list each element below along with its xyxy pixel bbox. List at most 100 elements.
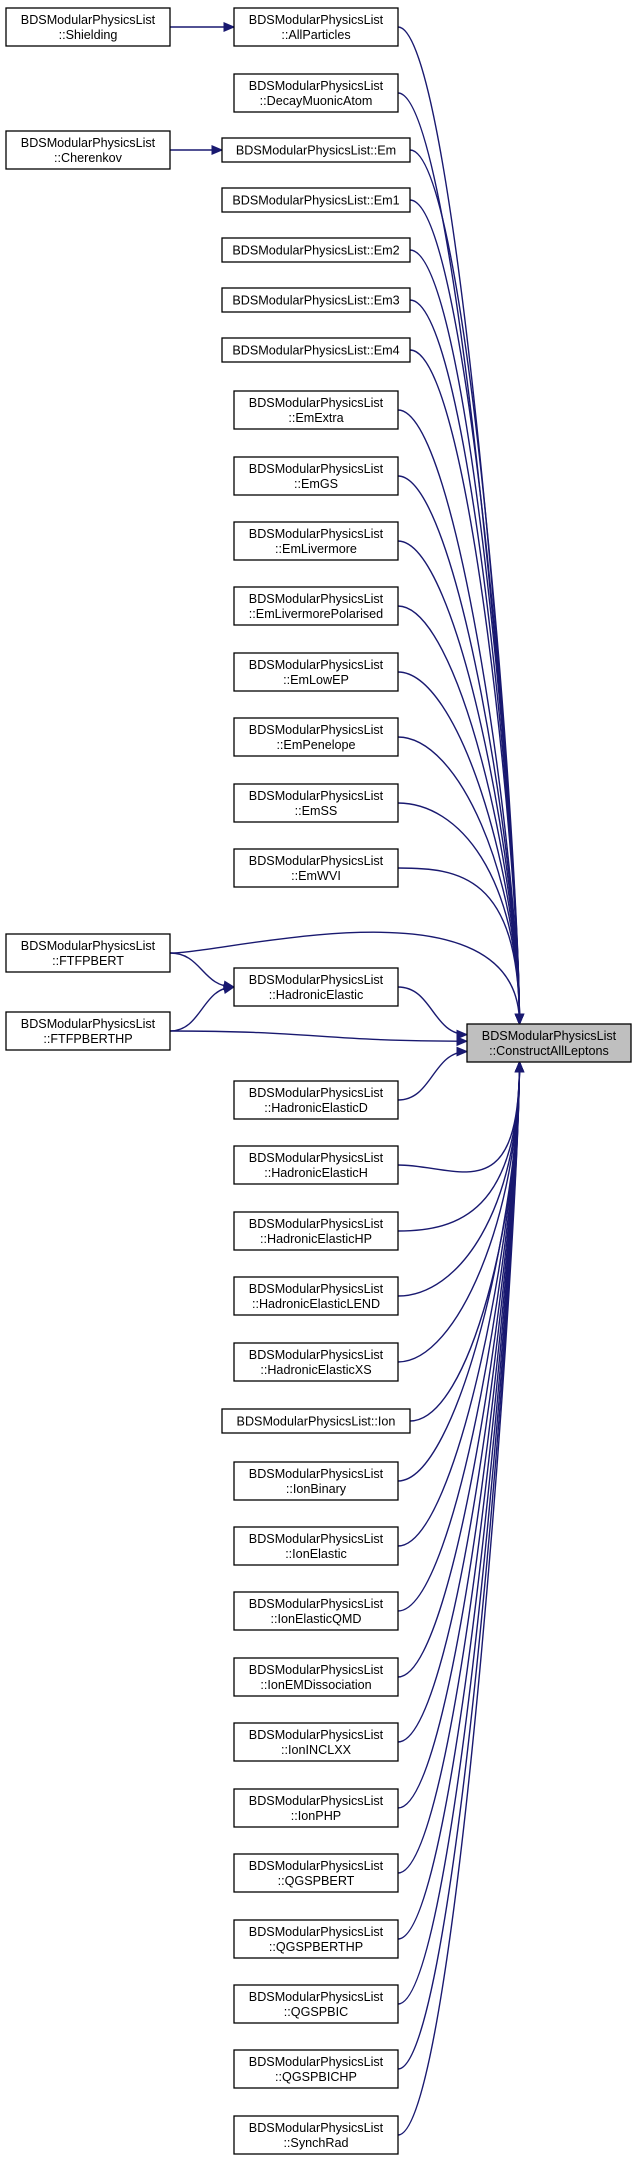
arrowhead-ftfpberthp-to-constructallleptons: [456, 1036, 469, 1047]
node-box: [233, 848, 399, 888]
edge-synchrad-to-constructallleptons: [397, 1061, 521, 2136]
node-box: [233, 1919, 399, 1959]
node-label: ::IonPHP: [291, 1809, 341, 1823]
node-label: BDSModularPhysicsList::Em: [236, 144, 396, 158]
node-em4[interactable]: BDSModularPhysicsList::Em4: [221, 337, 411, 363]
node-box: [233, 1722, 399, 1762]
edge-empenelope-to-constructallleptons: [397, 736, 521, 1025]
node-ionbinary[interactable]: BDSModularPhysicsList::IonBinary: [233, 1461, 399, 1501]
node-allparticles[interactable]: BDSModularPhysicsList::AllParticles: [233, 7, 399, 47]
node-em1[interactable]: BDSModularPhysicsList::Em1: [221, 187, 411, 213]
node-label: ::QGSPBIC: [284, 2005, 348, 2019]
node-label: ::EmLowEP: [283, 673, 349, 687]
node-box: [233, 1853, 399, 1893]
node-emwvi[interactable]: BDSModularPhysicsList::EmWVI: [233, 848, 399, 888]
node-box: [221, 1408, 411, 1434]
node-ionelasticqmd[interactable]: BDSModularPhysicsList::IonElasticQMD: [233, 1591, 399, 1631]
node-label: ::QGSPBERTHP: [269, 1940, 363, 1954]
node-qgspbic[interactable]: BDSModularPhysicsList::QGSPBIC: [233, 1984, 399, 2024]
node-synchrad[interactable]: BDSModularPhysicsList::SynchRad: [233, 2115, 399, 2155]
edge-qgspbert-to-constructallleptons: [397, 1061, 521, 1874]
node-label: ::EmExtra: [288, 411, 343, 425]
node-empenelope[interactable]: BDSModularPhysicsList::EmPenelope: [233, 717, 399, 757]
node-ioninclxx[interactable]: BDSModularPhysicsList::IonINCLXX: [233, 1722, 399, 1762]
node-hadronicelastich[interactable]: BDSModularPhysicsList::HadronicElasticH: [233, 1145, 399, 1185]
edge-qgspbic-to-constructallleptons: [397, 1061, 521, 2005]
edge-em4-to-constructallleptons: [409, 349, 521, 1025]
node-label: BDSModularPhysicsList: [249, 1348, 384, 1362]
node-hadronicelasticlend[interactable]: BDSModularPhysicsList::HadronicElasticLE…: [233, 1276, 399, 1316]
node-label: BDSModularPhysicsList: [249, 1467, 384, 1481]
node-label: BDSModularPhysicsList: [249, 854, 384, 868]
node-hadronicelasticxs[interactable]: BDSModularPhysicsList::HadronicElasticXS: [233, 1342, 399, 1382]
node-ftfpberthp[interactable]: BDSModularPhysicsList::FTFPBERTHP: [5, 1011, 171, 1051]
node-constructallleptons[interactable]: BDSModularPhysicsList::ConstructAllLepto…: [466, 1023, 632, 1063]
node-label: ::AllParticles: [281, 28, 350, 42]
node-emextra[interactable]: BDSModularPhysicsList::EmExtra: [233, 390, 399, 430]
node-box: [233, 586, 399, 626]
edge-ftfpbert-to-constructallleptons: [169, 931, 521, 1025]
arrowhead-cherenkov-to-em: [211, 145, 224, 155]
edge-hadronicelasticd-to-constructallleptons: [397, 1050, 468, 1101]
node-label: ::EmLivermore: [275, 542, 357, 556]
node-ionelastic[interactable]: BDSModularPhysicsList::IonElastic: [233, 1526, 399, 1566]
node-qgspberthp[interactable]: BDSModularPhysicsList::QGSPBERTHP: [233, 1919, 399, 1959]
node-em[interactable]: BDSModularPhysicsList::Em: [221, 137, 411, 163]
node-label: BDSModularPhysicsList: [249, 1597, 384, 1611]
node-box: [233, 1342, 399, 1382]
node-hadronicelastichp[interactable]: BDSModularPhysicsList::HadronicElasticHP: [233, 1211, 399, 1251]
node-label: ::IonElasticQMD: [271, 1612, 362, 1626]
node-box: [221, 237, 411, 263]
node-qgspbert[interactable]: BDSModularPhysicsList::QGSPBERT: [233, 1853, 399, 1893]
node-shielding[interactable]: BDSModularPhysicsList::Shielding: [5, 7, 171, 47]
node-label: ::EmPenelope: [276, 738, 355, 752]
node-ionemdissociation[interactable]: BDSModularPhysicsList::IonEMDissociation: [233, 1657, 399, 1697]
edge-hadronicelasticlend-to-constructallleptons: [397, 1061, 521, 1297]
node-label: BDSModularPhysicsList: [249, 1990, 384, 2004]
node-label: BDSModularPhysicsList: [249, 396, 384, 410]
node-cherenkov[interactable]: BDSModularPhysicsList::Cherenkov: [5, 130, 171, 170]
node-box: [233, 2049, 399, 2089]
node-label: BDSModularPhysicsList: [249, 1859, 384, 1873]
node-label: ::IonEMDissociation: [260, 1678, 371, 1692]
node-label: BDSModularPhysicsList: [249, 527, 384, 541]
edge-emwvi-to-constructallleptons: [397, 867, 521, 1025]
node-em2[interactable]: BDSModularPhysicsList::Em2: [221, 237, 411, 263]
node-box: [233, 1211, 399, 1251]
edge-hadronicelastic-to-constructallleptons: [397, 986, 468, 1036]
node-emlivermorepolarised[interactable]: BDSModularPhysicsList::EmLivermorePolari…: [233, 586, 399, 626]
node-em3[interactable]: BDSModularPhysicsList::Em3: [221, 287, 411, 313]
node-label: ::IonElastic: [285, 1547, 347, 1561]
edge-ftfpberthp-to-constructallleptons: [169, 1030, 468, 1042]
node-ftfpbert[interactable]: BDSModularPhysicsList::FTFPBERT: [5, 933, 171, 973]
node-label: BDSModularPhysicsList::Ion: [237, 1415, 396, 1429]
node-emss[interactable]: BDSModularPhysicsList::EmSS: [233, 783, 399, 823]
node-box: [233, 717, 399, 757]
node-label: BDSModularPhysicsList: [249, 2055, 384, 2069]
arrowhead-shielding-to-allparticles: [223, 22, 236, 32]
node-label: BDSModularPhysicsList: [249, 973, 384, 987]
node-label: ::EmLivermorePolarised: [249, 607, 383, 621]
edge-qgspberthp-to-constructallleptons: [397, 1061, 521, 1940]
node-label: BDSModularPhysicsList: [249, 1663, 384, 1677]
node-decaymuonicatom[interactable]: BDSModularPhysicsList::DecayMuonicAtom: [233, 73, 399, 113]
node-box: [221, 337, 411, 363]
node-emlivermore[interactable]: BDSModularPhysicsList::EmLivermore: [233, 521, 399, 561]
node-label: BDSModularPhysicsList: [21, 13, 156, 27]
node-hadronicelastic[interactable]: BDSModularPhysicsList::HadronicElastic: [233, 967, 399, 1007]
node-label: ::HadronicElasticXS: [260, 1363, 371, 1377]
node-ionphp[interactable]: BDSModularPhysicsList::IonPHP: [233, 1788, 399, 1828]
node-label: ::HadronicElasticD: [264, 1101, 368, 1115]
node-label: ::FTFPBERTHP: [43, 1032, 132, 1046]
node-hadronicelasticd[interactable]: BDSModularPhysicsList::HadronicElasticD: [233, 1080, 399, 1120]
edge-allparticles-to-constructallleptons: [397, 26, 521, 1025]
node-qgspbichp[interactable]: BDSModularPhysicsList::QGSPBICHP: [233, 2049, 399, 2089]
node-box: [233, 390, 399, 430]
node-label: BDSModularPhysicsList: [249, 13, 384, 27]
nodes-layer: BDSModularPhysicsList::ShieldingBDSModul…: [5, 7, 632, 2155]
node-ion[interactable]: BDSModularPhysicsList::Ion: [221, 1408, 411, 1434]
node-label: BDSModularPhysicsList::Em3: [232, 294, 399, 308]
node-emlowep[interactable]: BDSModularPhysicsList::EmLowEP: [233, 652, 399, 692]
node-emgs[interactable]: BDSModularPhysicsList::EmGS: [233, 456, 399, 496]
